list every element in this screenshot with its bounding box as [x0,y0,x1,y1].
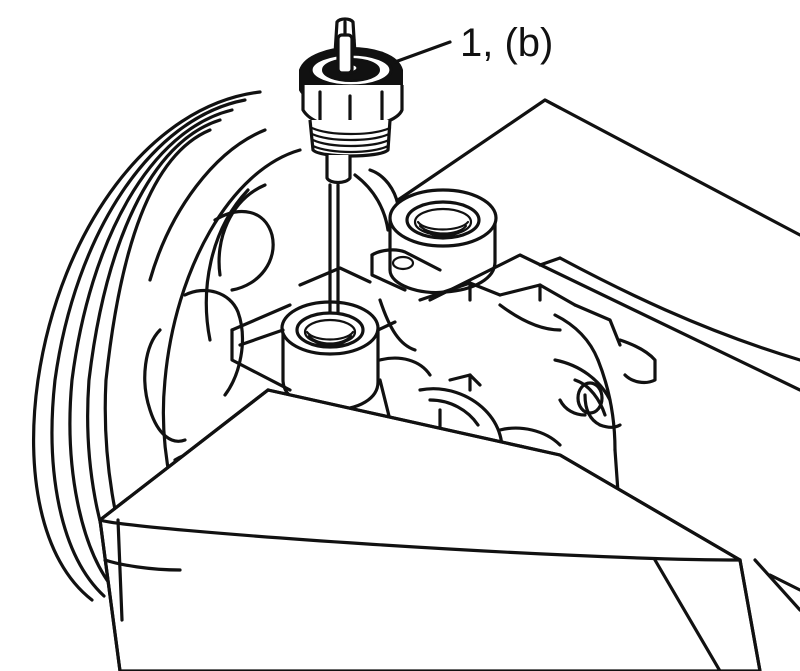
rear-port [370,188,498,295]
foreground-bracket [98,388,800,671]
pressure-switch [299,17,404,185]
alignment-line [328,183,340,314]
threaded-port [238,300,397,412]
callout: 1, (b) [393,21,553,65]
callout-label: 1, (b) [460,21,553,65]
callout-leader-line [393,40,452,64]
